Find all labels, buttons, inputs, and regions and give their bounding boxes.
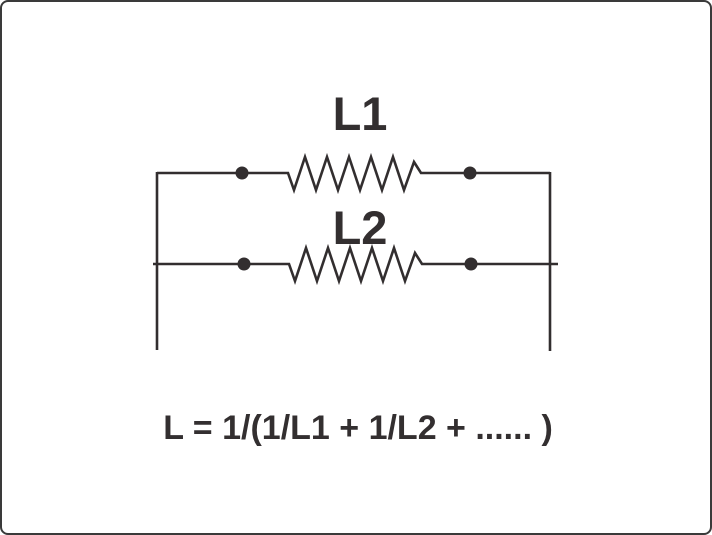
inductor-l2-label: L2 — [332, 201, 388, 254]
junction-dot-l2-right — [464, 257, 478, 271]
inductor-l1-branch — [157, 152, 550, 195]
junction-dot-l2-left — [237, 257, 251, 271]
junction-dot-l1-right — [463, 166, 477, 180]
junction-dot-l1-left — [235, 166, 249, 180]
parallel-inductance-formula: L = 1/(1/L1 + 1/L2 + ...... ) — [163, 409, 553, 447]
inductor-l2-branch — [153, 243, 558, 286]
inductor-l1-label: L1 — [332, 87, 388, 140]
